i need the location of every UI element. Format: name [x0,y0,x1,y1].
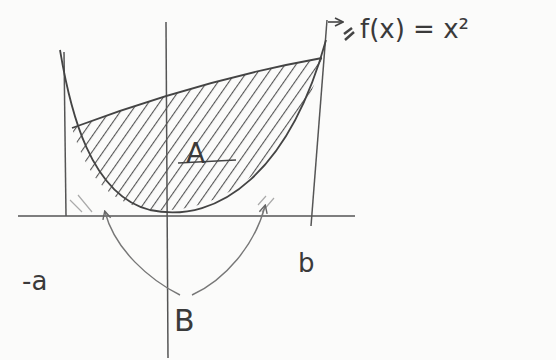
text-label: -a [22,268,47,294]
scribble [344,28,354,40]
x-axis [18,215,355,217]
leader-line [192,206,265,295]
y-axis [166,22,168,358]
secant-line [72,58,322,128]
parabola [60,40,326,212]
text-label: B [174,306,195,336]
shaded-region [72,58,322,210]
faint-hatch [70,195,274,212]
leader-line [105,212,180,295]
text-label: f(x) = x² [360,16,469,42]
leader-arrow [328,21,342,23]
text-label: b [298,250,315,276]
bound-line [311,20,327,226]
text-label: A [186,140,205,168]
